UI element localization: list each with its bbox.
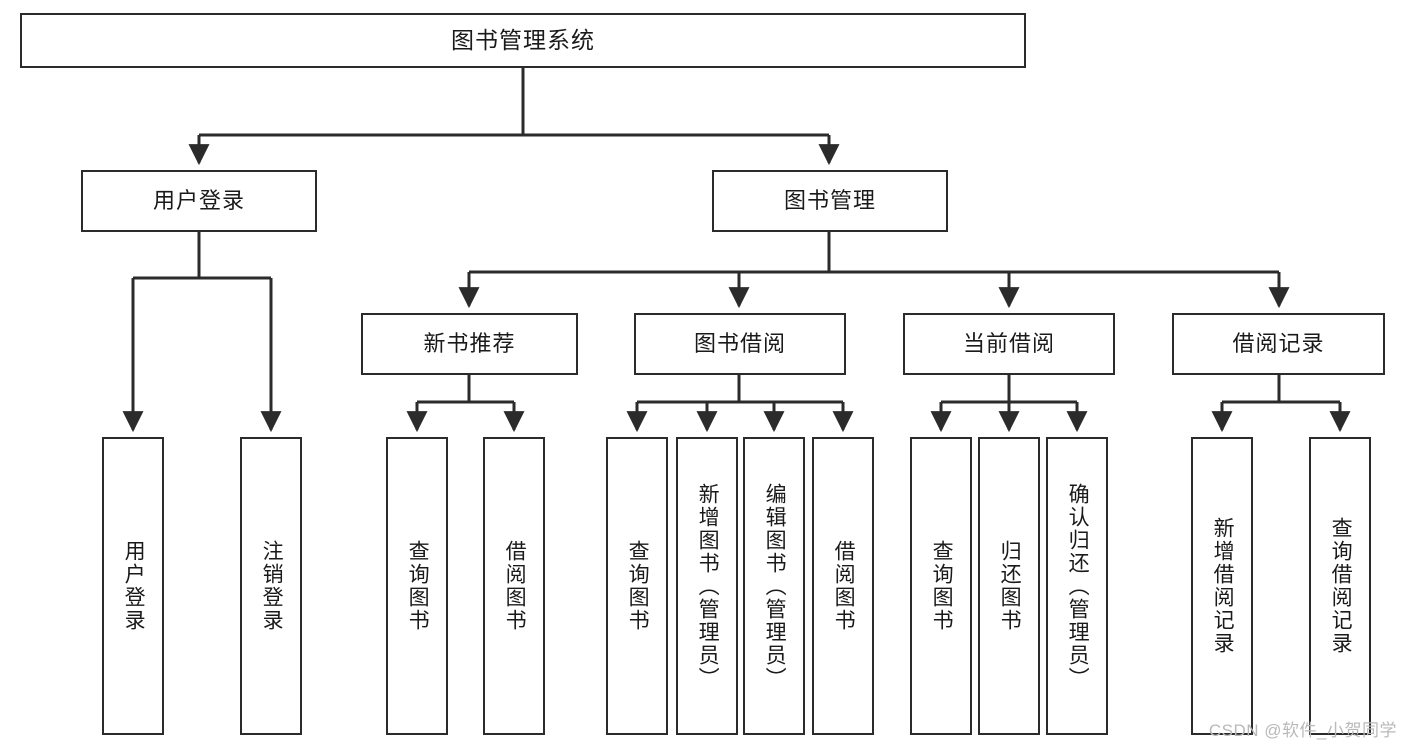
node-label: 查询图书 <box>626 540 650 632</box>
node-label: 图书管理 <box>783 187 876 213</box>
node-label: 借阅记录 <box>1232 330 1325 356</box>
node-root-book-management-system[interactable]: 图书管理系统 <box>20 13 1026 68</box>
node-label: 归还图书 <box>998 540 1022 632</box>
leaf-confirm-return-admin[interactable]: 确认归还（管理员） <box>1046 437 1108 735</box>
node-label: 图书管理系统 <box>451 26 595 53</box>
leaf-edit-book-admin[interactable]: 编辑图书（管理员） <box>743 437 805 735</box>
node-label: 用户登录 <box>152 187 245 213</box>
leaf-logout[interactable]: 注销登录 <box>240 437 302 735</box>
leaf-query-books-recommendation[interactable]: 查询图书 <box>386 437 448 735</box>
node-label: 注销登录 <box>260 540 284 632</box>
node-label: 借阅图书 <box>503 540 527 632</box>
node-label: 新书推荐 <box>423 330 516 356</box>
leaf-query-borrow-record[interactable]: 查询借阅记录 <box>1309 437 1371 735</box>
node-label: 确认归还（管理员） <box>1066 482 1090 690</box>
node-user-login[interactable]: 用户登录 <box>81 170 317 232</box>
node-book-borrowing[interactable]: 图书借阅 <box>634 313 846 375</box>
leaf-borrow-books-borrowing[interactable]: 借阅图书 <box>812 437 874 735</box>
node-borrow-records[interactable]: 借阅记录 <box>1172 313 1385 375</box>
leaf-query-books-current[interactable]: 查询图书 <box>910 437 972 735</box>
node-label: 查询图书 <box>930 540 954 632</box>
leaf-user-login[interactable]: 用户登录 <box>102 437 164 735</box>
node-new-book-recommendation[interactable]: 新书推荐 <box>361 313 578 375</box>
watermark-text: CSDN @软件_小贺同学 <box>1208 721 1397 740</box>
node-label: 当前借阅 <box>962 330 1055 356</box>
leaf-add-borrow-record[interactable]: 新增借阅记录 <box>1191 437 1253 735</box>
node-label: 查询借阅记录 <box>1329 517 1353 655</box>
node-label: 用户登录 <box>122 540 146 632</box>
leaf-borrow-books-recommendation[interactable]: 借阅图书 <box>483 437 545 735</box>
node-label: 新增借阅记录 <box>1211 517 1235 655</box>
node-label: 借阅图书 <box>832 540 856 632</box>
leaf-query-books-borrowing[interactable]: 查询图书 <box>606 437 668 735</box>
leaf-add-book-admin[interactable]: 新增图书（管理员） <box>676 437 738 735</box>
node-label: 新增图书（管理员） <box>696 482 720 690</box>
node-current-borrowing[interactable]: 当前借阅 <box>903 313 1115 375</box>
node-book-management[interactable]: 图书管理 <box>712 170 948 232</box>
node-label: 图书借阅 <box>693 330 786 356</box>
node-label: 编辑图书（管理员） <box>763 482 787 690</box>
leaf-return-books[interactable]: 归还图书 <box>978 437 1040 735</box>
node-label: 查询图书 <box>406 540 430 632</box>
